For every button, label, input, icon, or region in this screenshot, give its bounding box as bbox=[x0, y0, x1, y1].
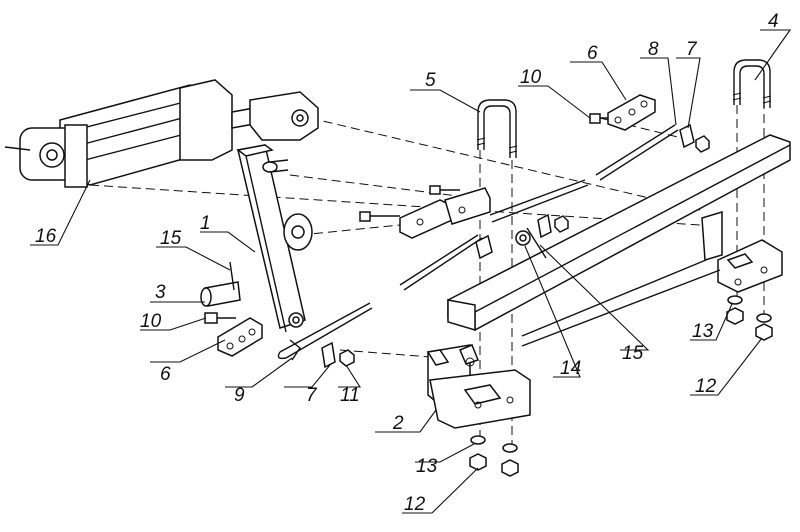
callout-13-lower: 13 bbox=[416, 456, 438, 477]
callout-12-lower: 12 bbox=[404, 494, 426, 515]
callout-15-right: 15 bbox=[622, 343, 644, 364]
callout-15-upper: 15 bbox=[160, 228, 182, 249]
callout-labels: 1 2 3 4 5 6 6 7 7 8 9 10 10 11 12 12 13 … bbox=[35, 11, 779, 515]
left-bracket-part bbox=[426, 344, 531, 429]
upper-right-hardware bbox=[589, 94, 710, 181]
callout-2: 2 bbox=[392, 413, 404, 434]
callout-12-right: 12 bbox=[695, 376, 717, 397]
right-bracket-part bbox=[521, 210, 783, 347]
callout-10-upper: 10 bbox=[520, 67, 542, 88]
tube-beam-part bbox=[447, 134, 791, 332]
callout-11: 11 bbox=[340, 385, 360, 406]
leader-lines bbox=[30, 29, 792, 514]
callout-4: 4 bbox=[768, 11, 779, 32]
callout-14: 14 bbox=[560, 358, 581, 379]
callout-3: 3 bbox=[155, 282, 166, 303]
callout-7-upper: 7 bbox=[686, 39, 698, 60]
callout-10-lower: 10 bbox=[140, 311, 162, 332]
callout-16: 16 bbox=[35, 226, 57, 247]
lower-left-hardware bbox=[204, 302, 373, 369]
callout-7-lower: 7 bbox=[306, 385, 318, 406]
center-hardware bbox=[359, 179, 589, 291]
callout-13-right: 13 bbox=[692, 321, 714, 342]
post-part bbox=[236, 144, 313, 333]
hydraulic-cylinder-part bbox=[4, 79, 319, 188]
callout-1: 1 bbox=[200, 213, 211, 234]
callout-6-lower: 6 bbox=[160, 364, 171, 385]
u-bolt-part-4 bbox=[732, 59, 772, 108]
u-bolt-part-5 bbox=[476, 99, 518, 158]
bottom-fasteners bbox=[469, 295, 773, 477]
callout-9: 9 bbox=[234, 385, 245, 406]
callout-6-upper: 6 bbox=[587, 43, 598, 64]
pin-part-left bbox=[200, 261, 241, 307]
callout-8: 8 bbox=[648, 39, 659, 60]
callout-5: 5 bbox=[425, 70, 436, 91]
